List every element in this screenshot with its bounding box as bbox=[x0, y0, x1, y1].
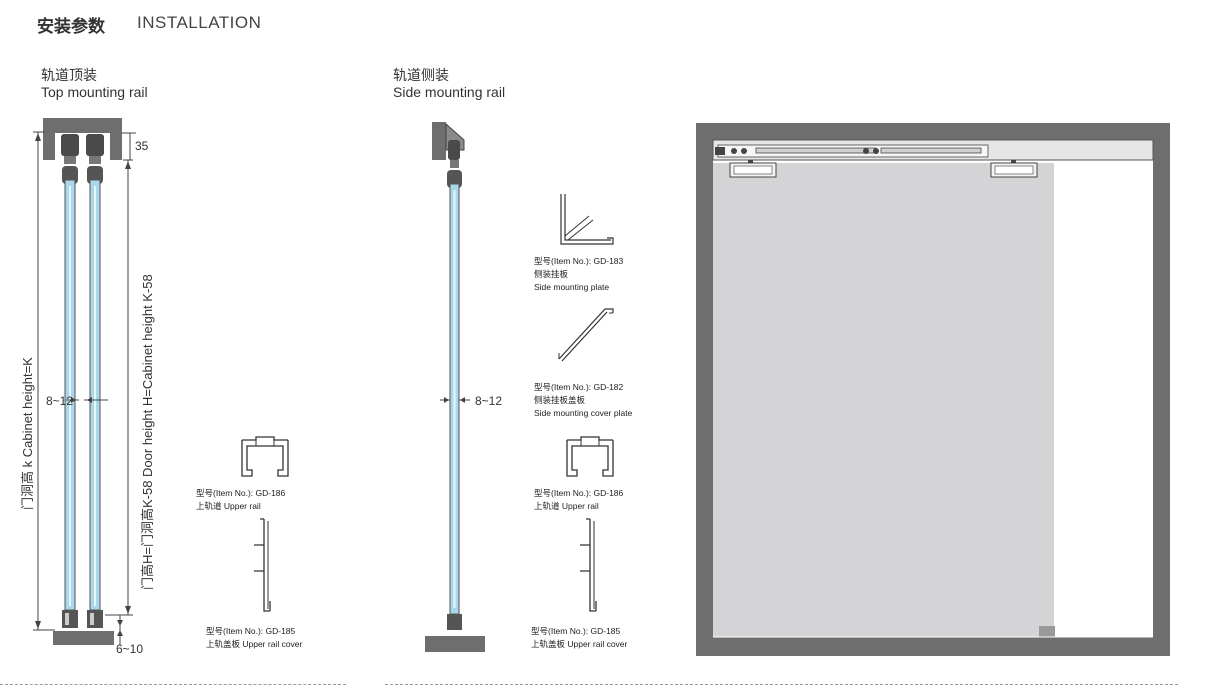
side-wall-block bbox=[432, 122, 446, 160]
rail-gd185-profile-b bbox=[580, 518, 597, 612]
part-gd186-a: 型号(Item No.): GD-186 上轨道 Upper rail bbox=[196, 487, 285, 513]
part-gd186-b-item: 型号(Item No.): GD-186 bbox=[534, 488, 624, 498]
front-view-diagram bbox=[696, 123, 1170, 656]
dim-gap-side: 8~12 bbox=[475, 394, 503, 408]
rail-gd185-profile-a bbox=[254, 518, 271, 612]
rail-gd186-profile-a bbox=[241, 436, 289, 477]
part-gd185-b: 型号(Item No.): GD-185 上轨盖板 Upper rail cov… bbox=[531, 625, 627, 651]
bottom-guide-left bbox=[62, 610, 78, 628]
side-bottom-guide bbox=[447, 614, 462, 630]
floor-block bbox=[53, 631, 114, 645]
rail-gd186-profile-b bbox=[566, 436, 614, 477]
section-side-en: Side mounting rail bbox=[393, 84, 506, 100]
dim-gap-top: 8~12 bbox=[46, 394, 74, 408]
dim-35: 35 bbox=[135, 139, 149, 153]
dim-bottom-gap: 6~10 bbox=[116, 642, 144, 656]
part-gd183-en: Side mounting plate bbox=[534, 282, 610, 292]
section-top-en: Top mounting rail bbox=[41, 84, 148, 100]
section-top-cn: 轨道顶装 bbox=[41, 67, 97, 83]
part-gd182: 型号(Item No.): GD-182 侧装挂板盖板 Side mountin… bbox=[534, 381, 632, 420]
part-gd186-b-name: 上轨道 Upper rail bbox=[534, 501, 599, 511]
plate-gd183-profile bbox=[560, 194, 614, 245]
part-gd185-a: 型号(Item No.): GD-185 上轨盖板 Upper rail cov… bbox=[206, 625, 302, 651]
ceiling-block bbox=[43, 118, 122, 160]
part-gd182-item: 型号(Item No.): GD-182 bbox=[534, 382, 624, 392]
door-panel bbox=[713, 163, 1054, 637]
part-gd185-a-item: 型号(Item No.): GD-185 bbox=[206, 626, 296, 636]
bottom-guide-right bbox=[87, 610, 103, 628]
side-mounting-diagram bbox=[425, 122, 485, 652]
divider-right bbox=[385, 684, 1178, 685]
part-gd185-b-name: 上轨盖板 Upper rail cover bbox=[531, 639, 628, 649]
dim-door-height: 门高H=门洞高K-58 Door height H=Cabinet height… bbox=[140, 274, 155, 590]
hanger-left bbox=[61, 134, 79, 184]
door-bottom-guide bbox=[1039, 626, 1055, 637]
part-gd183-cn: 侧装挂板 bbox=[534, 269, 569, 279]
divider-left bbox=[0, 684, 346, 685]
part-gd186-a-item: 型号(Item No.): GD-186 bbox=[196, 488, 286, 498]
section-top-mounting: 轨道顶装 Top mounting rail bbox=[41, 67, 148, 101]
part-gd183: 型号(Item No.): GD-183 侧装挂板 Side mounting … bbox=[534, 255, 623, 294]
hanger-right bbox=[86, 134, 104, 184]
top-mounting-diagram bbox=[33, 118, 136, 645]
section-side-cn: 轨道侧装 bbox=[393, 67, 449, 83]
part-gd186-a-name: 上轨道 Upper rail bbox=[196, 501, 261, 511]
part-gd182-cn: 侧装挂板盖板 bbox=[534, 395, 586, 405]
dim-cabinet-height: 门洞高 k Cabinet height=K bbox=[20, 357, 35, 510]
page-title-en: INSTALLATION bbox=[137, 13, 262, 32]
side-floor-block bbox=[425, 636, 485, 652]
page-title-cn: 安装参数 bbox=[37, 17, 105, 36]
part-gd185-a-name: 上轨盖板 Upper rail cover bbox=[206, 639, 303, 649]
part-gd183-item: 型号(Item No.): GD-183 bbox=[534, 256, 624, 266]
part-gd182-en: Side mounting cover plate bbox=[534, 408, 633, 418]
part-gd185-b-item: 型号(Item No.): GD-185 bbox=[531, 626, 621, 636]
plate-gd182-profile bbox=[558, 308, 614, 362]
section-side-mounting: 轨道侧装 Side mounting rail bbox=[393, 67, 505, 101]
part-gd186-b: 型号(Item No.): GD-186 上轨道 Upper rail bbox=[534, 487, 623, 513]
